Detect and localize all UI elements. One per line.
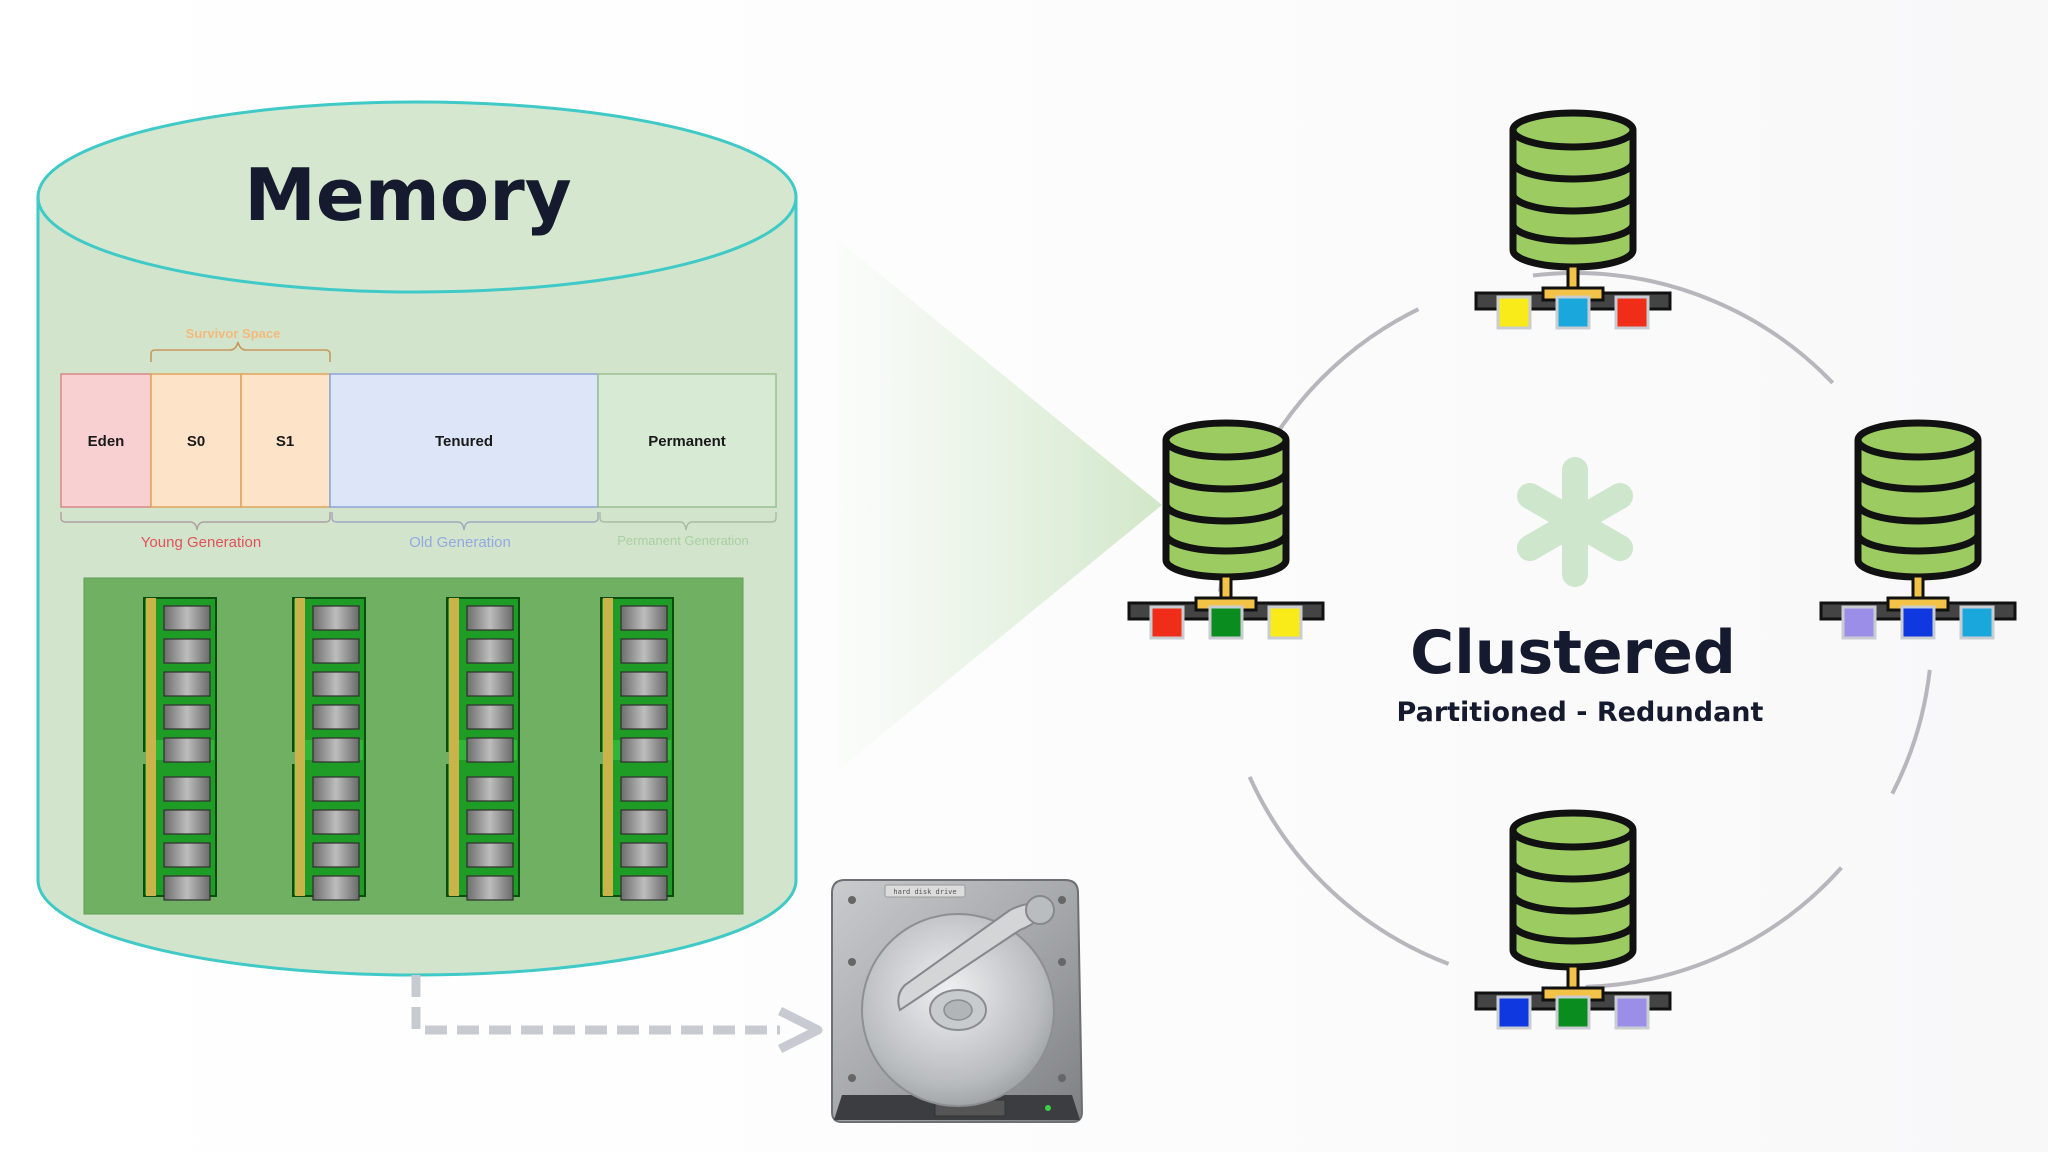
young-generation-label: Young Generation [141,534,261,551]
segment-label: S1 [276,433,294,450]
cluster-subtitle: Partitioned - Redundant [1397,697,1764,728]
segment-label: Tenured [435,433,493,450]
segment-label: S0 [187,433,205,450]
partition-square [1959,605,1995,640]
heap-segments: Eden S0 S1 Tenured Permanent [60,373,777,508]
partition-square [1496,295,1532,330]
disk-label: hard disk drive [893,888,956,896]
segment-tenured [329,373,599,508]
db-node-left [1129,423,1323,619]
partition-square [1149,605,1185,640]
segment-s0 [150,373,242,508]
asterisk-icon [1516,457,1634,587]
partition-square [1841,605,1877,640]
permanent-generation-label: Permanent Generation [617,533,749,548]
memory-title: Memory [244,153,571,237]
partition-square [1555,295,1591,330]
ram-board [83,577,744,915]
db-node-right [1821,423,2015,619]
ram-module-icon [445,597,520,901]
partition-square [1496,995,1532,1030]
cylinder-top [36,100,798,294]
generation-brackets: Young Generation Old Generation Permanen… [60,512,777,551]
ram-modules [142,597,674,901]
survivor-space-label: Survivor Space [186,326,281,341]
partition-square [1267,605,1303,640]
persist-arrow [411,975,823,1054]
hard-drive-icon: hard disk drive [831,879,1084,1123]
segment-label: Eden [88,433,125,450]
survivor-space-bracket: Survivor Space [150,326,331,362]
segment-eden [60,373,152,508]
partition-square [1208,605,1244,640]
partition-squares [1149,295,1995,1030]
segment-permanent [597,373,777,508]
partition-square [1614,295,1650,330]
ram-module-icon [291,597,366,901]
old-generation-label: Old Generation [409,534,511,551]
segment-label: Permanent [648,433,726,450]
segment-s1 [240,373,331,508]
ram-module-icon [142,597,217,901]
partition-square [1900,605,1936,640]
cluster-title: Clustered [1410,618,1736,688]
partition-square [1614,995,1650,1030]
ram-module-icon [599,597,674,901]
partition-square [1555,995,1591,1030]
projection-beam [838,240,1162,770]
